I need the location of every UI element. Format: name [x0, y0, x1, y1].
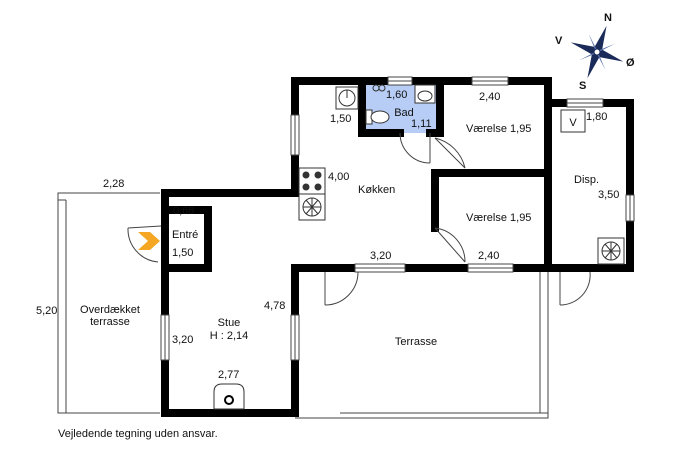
dim-stue-left: 3,20 — [172, 334, 193, 346]
disp-box-icon: V — [560, 109, 586, 133]
room-disp: Disp. — [574, 174, 599, 186]
dim-stue-right: 4,78 — [264, 300, 285, 312]
compass-rose-icon — [570, 25, 624, 79]
toilet-icon — [365, 109, 390, 125]
disp-fan-icon — [597, 237, 625, 265]
compass-east: Ø — [626, 57, 635, 69]
room-overdaekket-line1: Overdækket — [80, 304, 140, 316]
door-swings — [127, 132, 591, 306]
terrace-outlines — [57, 192, 549, 419]
disclaimer: Vejledende tegning uden ansvar. — [58, 428, 218, 440]
dim-entre-height: 1,50 — [172, 247, 193, 259]
dim-kitchen-bottom: 3,20 — [370, 250, 391, 262]
kitchen-sink-icon — [335, 86, 359, 110]
disp-box-label: V — [569, 117, 577, 129]
dim-entre-width: 0,68 — [173, 205, 194, 217]
dim-bath-left: 1,50 — [330, 113, 351, 125]
dim-overdaekket-width: 2,28 — [103, 178, 124, 190]
walls — [161, 77, 634, 417]
bathroom-sink-icon — [414, 84, 436, 104]
compass-south: S — [579, 80, 586, 92]
dim-disp-width: 1,80 — [586, 111, 607, 123]
room-overdaekket-line2: terrasse — [90, 316, 130, 328]
room-entre: Entré — [172, 229, 198, 241]
dim-bad-width: 1,60 — [386, 89, 407, 101]
shower-icon — [372, 84, 386, 92]
window-lines — [164, 80, 631, 360]
room-bad: Bad — [394, 107, 414, 119]
dim-kitchen-height: 4,00 — [328, 171, 349, 183]
room-terrasse: Terrasse — [395, 336, 437, 348]
dim-bad-height: 1,11 — [411, 118, 432, 130]
room-vaerelse-1: Værelse 1,95 — [466, 123, 531, 135]
entry-arrow-icon — [138, 232, 160, 250]
compass-west: V — [555, 35, 563, 47]
room-stue: Stue — [218, 317, 241, 329]
stove-icon — [298, 167, 326, 195]
compass-north: N — [604, 12, 612, 24]
dim-room-top-width: 2,40 — [479, 91, 500, 103]
dim-room-bottom-width: 2,40 — [478, 250, 499, 262]
dim-disp-height: 3,50 — [598, 189, 619, 201]
dim-overdaekket-height: 5,20 — [36, 305, 57, 317]
kitchen-fan-icon — [298, 193, 326, 221]
room-koekken: Køkken — [358, 184, 395, 196]
wood-stove-icon — [213, 383, 245, 410]
room-stue-height: H : 2,14 — [210, 330, 249, 342]
room-vaerelse-2: Værelse 1,95 — [466, 212, 531, 224]
dim-stue-bottom: 2,77 — [218, 369, 239, 381]
